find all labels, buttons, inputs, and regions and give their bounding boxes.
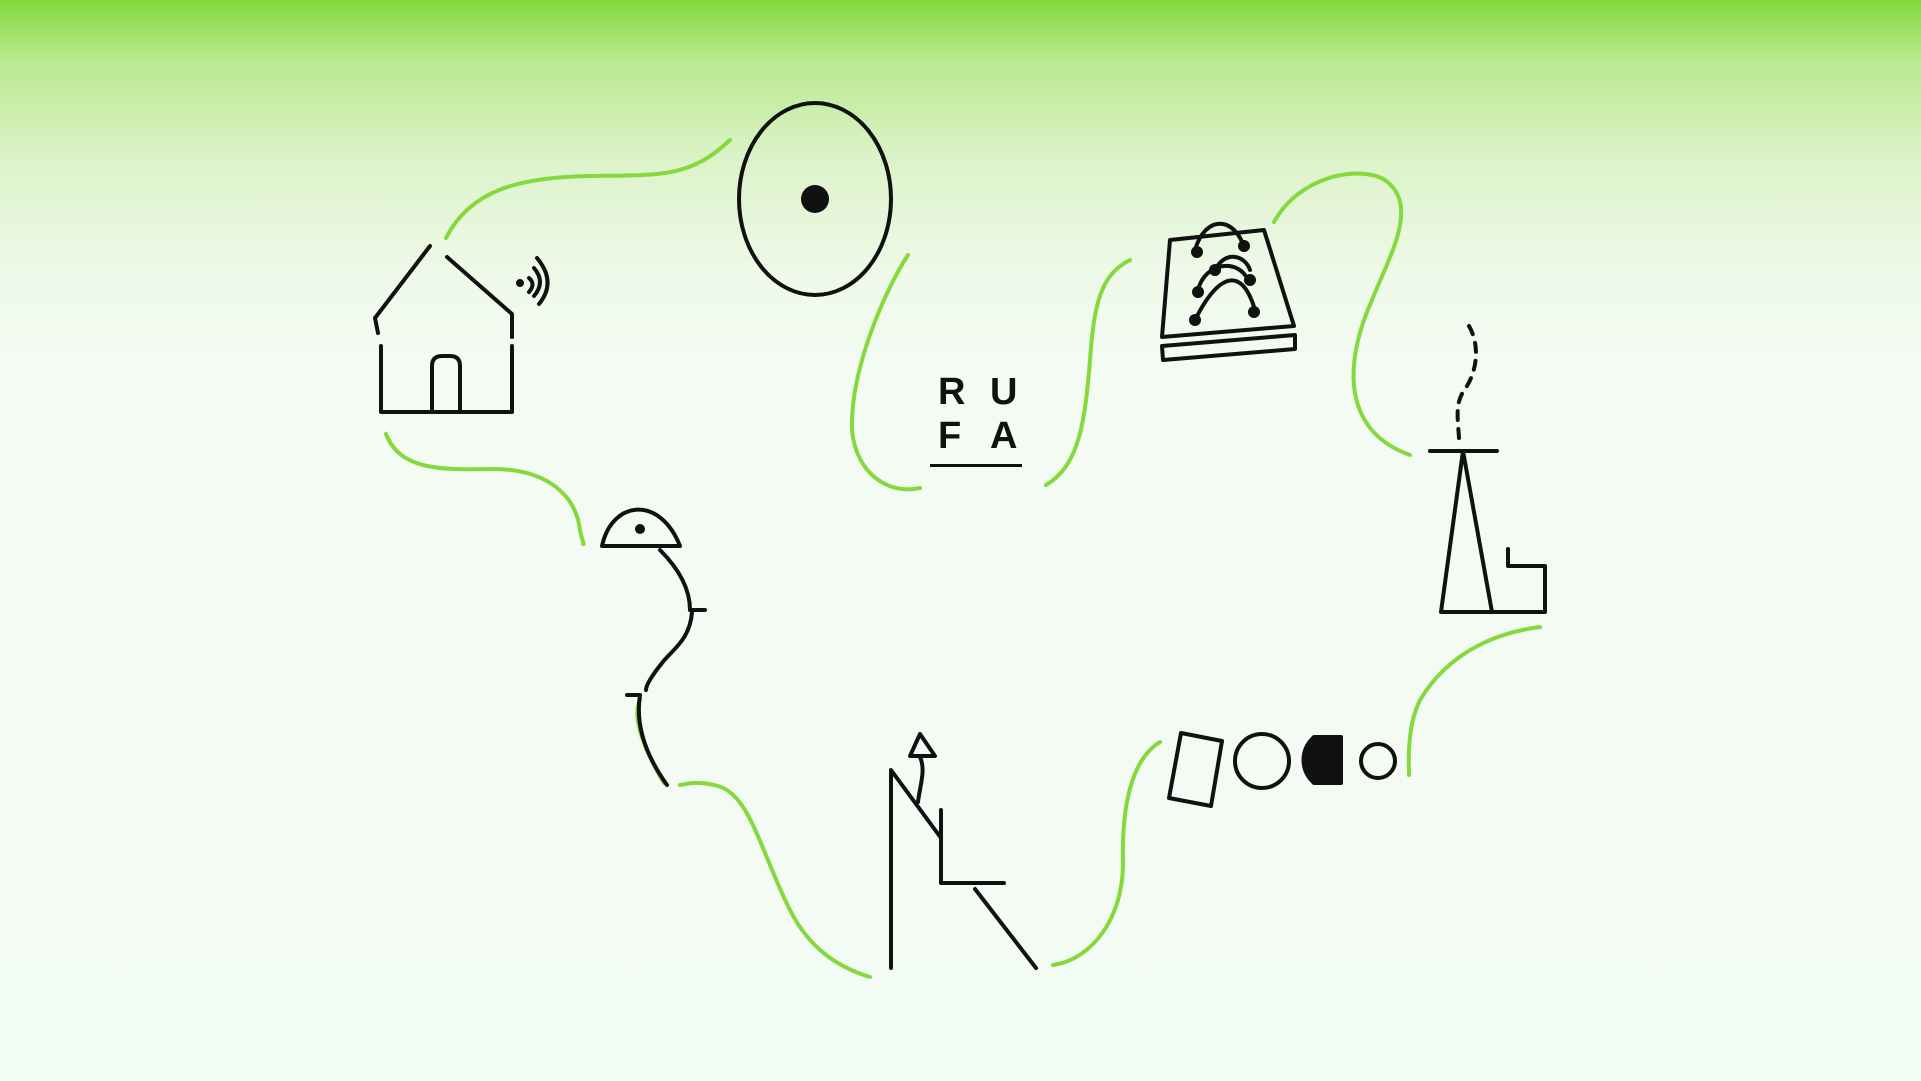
logo-underline bbox=[930, 464, 1022, 467]
dome-lamp-icon bbox=[600, 507, 707, 787]
logo-letter: A bbox=[990, 415, 1018, 457]
logo-row-bottom: F A bbox=[938, 414, 1040, 458]
rufa-logo: R U F A bbox=[930, 370, 1040, 467]
logo-letter: R bbox=[938, 371, 966, 413]
shopping-bag-icon bbox=[1160, 221, 1297, 362]
tower-icon bbox=[1428, 324, 1547, 614]
shapes-icon bbox=[1167, 731, 1397, 808]
smart-home-icon bbox=[373, 244, 550, 414]
logo-row-top: R U bbox=[938, 370, 1040, 414]
logo-letter: U bbox=[990, 371, 1018, 413]
green-path bbox=[384, 138, 1542, 979]
eye-icon bbox=[737, 101, 893, 297]
logo-letter: F bbox=[938, 415, 962, 457]
climber-icon bbox=[889, 732, 1038, 970]
